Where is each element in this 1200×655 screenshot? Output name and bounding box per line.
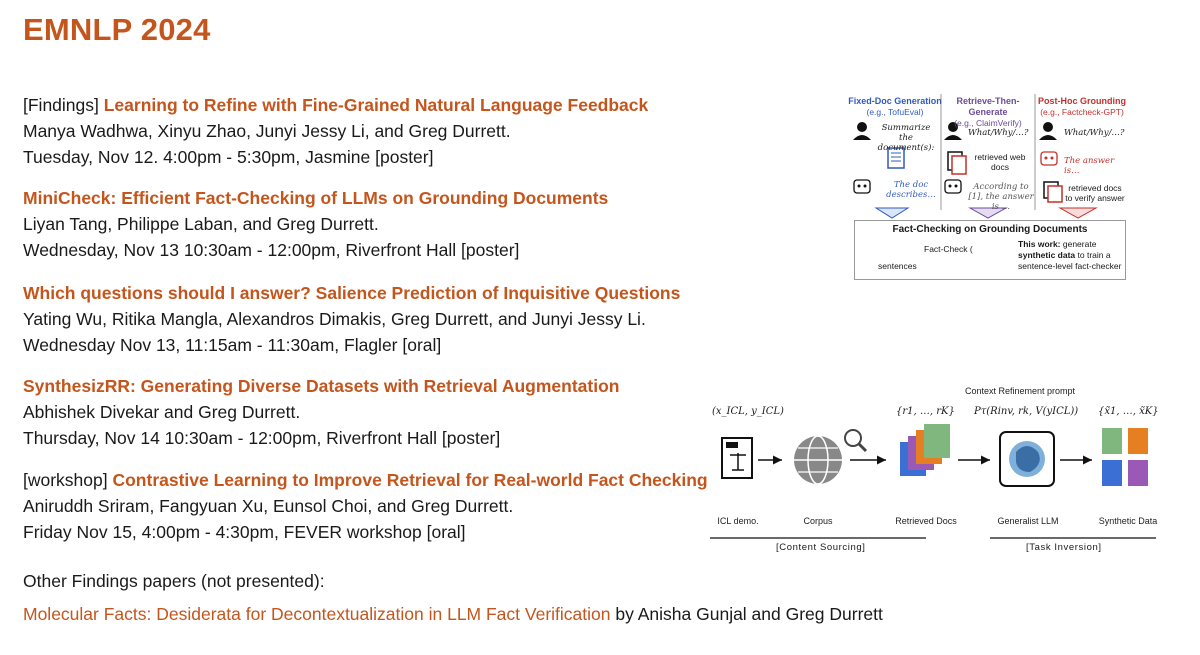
this-work-bold: This work: (1018, 239, 1061, 249)
content-sourcing-label: [Content Sourcing] (776, 542, 866, 553)
corpus-globe-icon (794, 429, 868, 485)
column-fixed-doc: Fixed-Doc Generation (e.g., TofuEval) (848, 96, 942, 118)
retrieved-math: {r1, …, rK} (896, 406, 955, 417)
paper-title[interactable]: Learning to Refine with Fine-Grained Nat… (103, 95, 649, 115)
retrieved-docs-icon (900, 424, 950, 476)
query-text: What/Why/…? (968, 128, 1029, 138)
paper-authors: Abhishek Divekar and Greg Durrett. (23, 402, 301, 422)
answer-text: The doc describes… (886, 180, 936, 200)
user-icon (853, 122, 1057, 140)
answer-text: According to [1], the answer is … (968, 182, 1034, 212)
retrieved-text: retrieved web docs (974, 152, 1026, 172)
this-work-text: This work: generate synthetic data to tr… (1018, 239, 1121, 272)
paper-authors: Liyan Tang, Philippe Laban, and Greg Dur… (23, 214, 379, 234)
corpus-label: Corpus (803, 516, 833, 526)
answer-text: The answer is… (1064, 156, 1115, 176)
paper-schedule: Thursday, Nov 14 10:30am - 12:00pm, Rive… (23, 428, 501, 448)
robot-icon (853, 151, 1058, 194)
paper-schedule: Friday Nov 15, 4:00pm - 4:30pm, FEVER wo… (23, 522, 466, 542)
query-text: What/Why/…? (1064, 128, 1125, 138)
paper-tag: [Findings] (23, 95, 104, 115)
column-title: Post-Hoc Grounding (1038, 96, 1126, 106)
query-text: Summarize the document(s): (877, 123, 935, 153)
retrieved-text: retrieved docs to verify answer (1065, 183, 1125, 203)
box-title: Fact-Checking on Grounding Documents (892, 224, 1088, 235)
paper-title[interactable]: Which questions should I answer? Salienc… (23, 283, 681, 303)
other-paper-entry: Molecular Facts: Desiderata for Decontex… (23, 604, 883, 625)
page-title: EMNLP 2024 (23, 12, 211, 47)
task-inversion-label: [Task Inversion] (1026, 542, 1102, 553)
synthesizrr-figure: Context Refinement prompt (x_ICL, y_ICL)… (700, 380, 1180, 560)
pipeline-graphics (710, 424, 1156, 539)
paper-title[interactable]: SynthesizRR: Generating Diverse Datasets… (23, 376, 620, 396)
paper-schedule: Tuesday, Nov 12. 4:00pm - 5:30pm, Jasmin… (23, 147, 434, 167)
synthetic-data-icon (1102, 428, 1148, 486)
column-retrieve: Retrieve-Then-Generate (e.g., ClaimVerif… (941, 96, 1035, 129)
paper-schedule: Wednesday, Nov 13 10:30am - 12:00pm, Riv… (23, 240, 520, 260)
paper-entry: SynthesizRR: Generating Diverse Datasets… (23, 373, 619, 451)
paper-tag: [workshop] (23, 470, 113, 490)
paper-title[interactable]: Contrastive Learning to Improve Retrieva… (112, 470, 708, 490)
column-subtitle: (e.g., Factcheck-GPT) (1040, 107, 1124, 117)
column-subtitle: (e.g., ClaimVerify) (954, 118, 1022, 128)
column-posthoc: Post-Hoc Grounding (e.g., Factcheck-GPT) (1035, 96, 1129, 118)
other-paper-authors: by Anisha Gunjal and Greg Durrett (610, 604, 883, 624)
paper-authors: Aniruddh Sriram, Fangyuan Xu, Eunsol Cho… (23, 496, 514, 516)
this-work-line3: sentence-level fact-checker (1018, 261, 1122, 271)
fact-checking-box: Fact-Checking on Grounding Documents (854, 220, 1126, 280)
this-work-line2: to train a (1075, 250, 1111, 260)
this-work-line1: generate (1060, 239, 1097, 249)
retrieved-docs-label: Retrieved Docs (895, 516, 957, 526)
column-subtitle: (e.g., TofuEval) (866, 107, 924, 117)
icl-document-icon (721, 437, 753, 479)
document-icon (887, 147, 1063, 203)
synthetic-math: {x̃1, …, x̃K} (1098, 406, 1159, 417)
column-title: Fixed-Doc Generation (848, 96, 942, 106)
synthetic-data-label: Synthetic Data (1098, 516, 1158, 526)
paper-authors: Yating Wu, Ritika Mangla, Alexandros Dim… (23, 309, 646, 329)
minicheck-figure: Fixed-Doc Generation (e.g., TofuEval) Re… (848, 90, 1130, 282)
paper-entry: Which questions should I answer? Salienc… (23, 280, 680, 358)
context-prompt-label: Context Refinement prompt (964, 386, 1076, 396)
figure-graphics (853, 94, 1098, 261)
sentences-label: sentences (878, 261, 917, 271)
llm-brain-icon (999, 431, 1055, 487)
column-title: Retrieve-Then-Generate (956, 96, 1020, 117)
paper-authors: Manya Wadhwa, Xinyu Zhao, Junyi Jessy Li… (23, 121, 511, 141)
icl-math: (x_ICL, y_ICL) (712, 406, 784, 417)
icl-demo-label: ICL demo. (717, 516, 759, 526)
paper-title[interactable]: MiniCheck: Efficient Fact-Checking of LL… (23, 188, 609, 208)
other-paper-link[interactable]: Molecular Facts: Desiderata for Decontex… (23, 604, 611, 624)
paper-entry: [Findings] Learning to Refine with Fine-… (23, 92, 648, 170)
paper-entry: [workshop] Contrastive Learning to Impro… (23, 467, 708, 545)
fact-check-label: Fact-Check ( (924, 244, 973, 254)
prompt-math: Pτ(Rinv, rk, V(yICL)) (974, 406, 1079, 417)
paper-entry: MiniCheck: Efficient Fact-Checking of LL… (23, 185, 608, 263)
paper-schedule: Wednesday Nov 13, 11:15am - 11:30am, Fla… (23, 335, 442, 355)
generalist-llm-label: Generalist LLM (997, 516, 1059, 526)
this-work-bold2: synthetic data (1018, 250, 1076, 260)
other-papers-label: Other Findings papers (not presented): (23, 571, 325, 591)
